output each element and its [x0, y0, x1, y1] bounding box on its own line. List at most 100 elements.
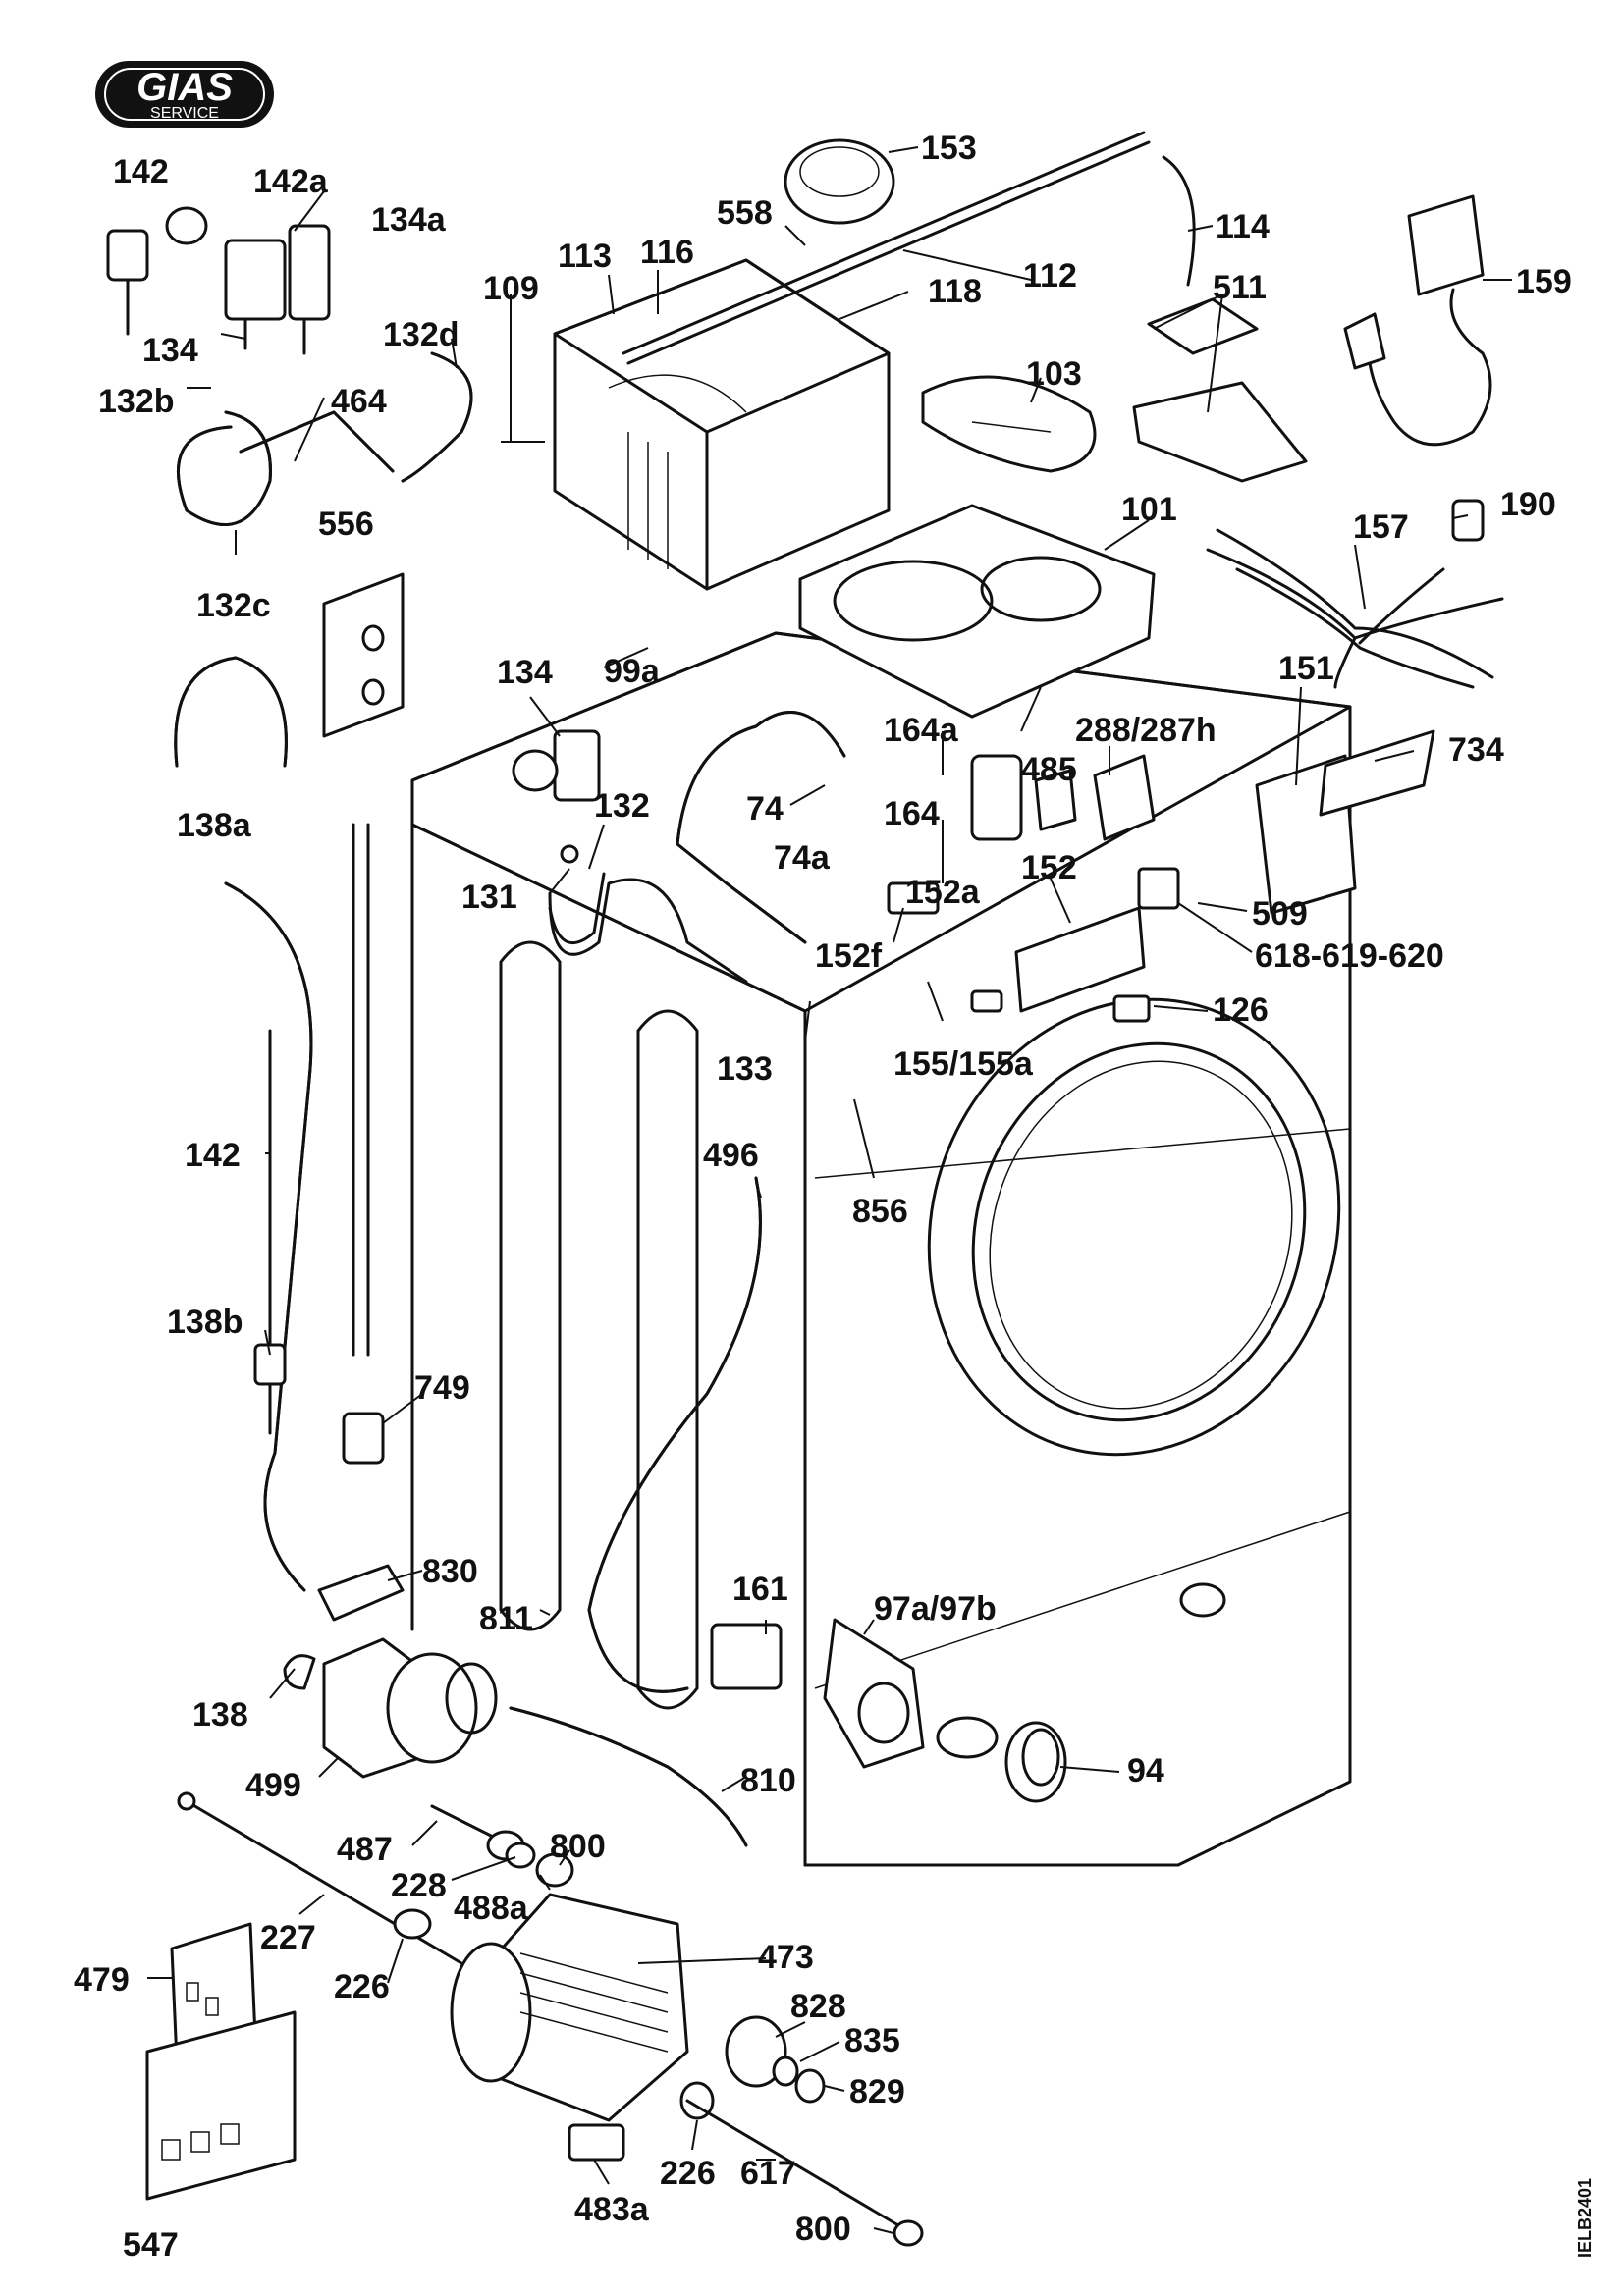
label-164: 164: [884, 795, 940, 832]
label-483a: 483a: [574, 2191, 650, 2228]
label-228: 228: [391, 1867, 447, 1904]
label-94: 94: [1127, 1752, 1164, 1789]
control-board: [887, 729, 1435, 1023]
part-226-top: [393, 1908, 432, 1940]
label-134a: 134a: [371, 201, 447, 239]
label-134-mid: 134: [497, 654, 553, 691]
label-509: 509: [1252, 895, 1308, 933]
label-226-top: 226: [334, 1968, 390, 2005]
part-161: [710, 1623, 783, 1690]
label-138b: 138b: [167, 1304, 243, 1341]
label-488a: 488a: [454, 1890, 529, 1927]
power-cord-159: [1343, 194, 1492, 447]
clip-749: [342, 1412, 385, 1465]
part-800-bottom: [893, 2219, 924, 2247]
label-142a: 142a: [253, 163, 329, 200]
detergent-dispenser: [553, 258, 891, 591]
label-556: 556: [318, 506, 374, 543]
label-103: 103: [1026, 355, 1082, 393]
detergent-tray-511: [1132, 297, 1308, 483]
logo-sub: SERVICE: [150, 105, 219, 122]
label-152: 152: [1021, 849, 1077, 886]
label-132b: 132b: [98, 383, 175, 420]
label-134-top: 134: [142, 332, 198, 369]
label-828: 828: [790, 1988, 846, 2025]
bracket-547: [145, 2010, 297, 2201]
shaft-617: [685, 2099, 905, 2230]
label-138: 138: [192, 1696, 248, 1734]
label-99a: 99a: [604, 653, 661, 690]
label-734: 734: [1448, 731, 1504, 769]
dispenser-drawer: [798, 504, 1156, 719]
motor-473: [450, 1893, 689, 2122]
label-558: 558: [717, 194, 773, 232]
clip-138b: [253, 1343, 287, 1386]
label-749: 749: [414, 1369, 470, 1407]
programmer-timer: [784, 138, 895, 225]
label-800-bottom: 800: [795, 2211, 851, 2248]
label-109: 109: [483, 270, 539, 307]
label-131: 131: [461, 879, 517, 916]
label-511: 511: [1213, 269, 1267, 306]
label-97a-97b: 97a/97b: [874, 1590, 997, 1628]
label-155-155a: 155/155a: [893, 1045, 1034, 1083]
label-153: 153: [921, 130, 977, 167]
label-157: 157: [1353, 508, 1409, 546]
clip-190: [1451, 499, 1485, 542]
label-132: 132: [594, 787, 650, 825]
part-830: [317, 1564, 405, 1622]
label-101: 101: [1121, 491, 1177, 528]
label-126: 126: [1213, 991, 1269, 1029]
label-830: 830: [422, 1553, 478, 1590]
label-617: 617: [740, 2155, 796, 2192]
label-856: 856: [852, 1193, 908, 1230]
label-118: 118: [928, 273, 982, 310]
label-227: 227: [260, 1919, 316, 1956]
label-835: 835: [844, 2022, 900, 2059]
wall-bracket-556: [322, 572, 405, 738]
part-labels: 153 142 142a 558 114 134a 113 116 112 15…: [74, 130, 1572, 2264]
label-829: 829: [849, 2073, 905, 2110]
label-74a: 74a: [774, 839, 831, 877]
pump-housing-97: [823, 1618, 925, 1769]
label-190: 190: [1500, 486, 1556, 523]
inlet-valve-assembly: [106, 206, 331, 355]
label-161: 161: [732, 1571, 788, 1608]
part-835: [772, 2056, 799, 2087]
label-152a: 152a: [905, 874, 981, 911]
part-828: [725, 2015, 787, 2088]
label-800-top: 800: [550, 1828, 606, 1865]
handle-cover: [921, 375, 1097, 473]
label-159: 159: [1516, 263, 1572, 300]
label-547: 547: [123, 2226, 179, 2264]
label-499: 499: [245, 1767, 301, 1804]
hoses: [174, 351, 846, 1847]
logo-brand: GIAS: [136, 66, 233, 109]
part-800-top: [535, 1852, 574, 1888]
label-151: 151: [1278, 650, 1334, 687]
drain-pump-499: [283, 1637, 498, 1779]
part-829: [794, 2068, 826, 2104]
label-487: 487: [337, 1831, 393, 1868]
drawing-code: IELB2401: [1575, 2178, 1595, 2258]
top-control-rod: [622, 131, 1196, 365]
valve-134: [512, 729, 601, 864]
label-138a: 138a: [177, 807, 252, 844]
label-618-619-620: 618-619-620: [1255, 937, 1444, 975]
part-483a: [568, 2123, 625, 2162]
label-810: 810: [740, 1762, 796, 1799]
label-496: 496: [703, 1137, 759, 1174]
label-811: 811: [479, 1600, 533, 1637]
label-132c: 132c: [196, 587, 271, 624]
label-464: 464: [331, 383, 387, 420]
label-473: 473: [758, 1939, 814, 1976]
label-164a: 164a: [884, 712, 959, 749]
label-485: 485: [1021, 751, 1077, 788]
label-114: 114: [1216, 208, 1270, 245]
leader-lines: [147, 146, 1512, 2234]
label-152f: 152f: [815, 937, 883, 975]
wiring-harness-157: [1206, 528, 1504, 689]
label-479: 479: [74, 1961, 130, 1999]
filter-94: [1004, 1721, 1067, 1803]
